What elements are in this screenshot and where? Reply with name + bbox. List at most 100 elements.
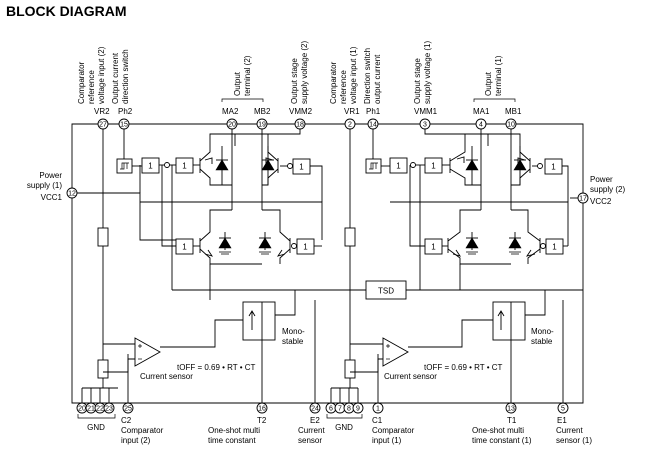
toff-formula-2: tOFF = 0.69 • RT • CT — [177, 363, 256, 372]
monostable-label-1: Mono- stable — [531, 327, 554, 346]
gnd-connection-2 — [81, 378, 118, 403]
svg-text:sensor: sensor — [298, 436, 322, 445]
svg-text:1: 1 — [148, 162, 153, 171]
comparator-2: 1 — [134, 337, 161, 367]
svg-text:1: 1 — [182, 243, 187, 252]
svg-text:21: 21 — [87, 406, 95, 413]
signal-mb1: MB1 — [505, 107, 522, 116]
current-sensor-label-2: Current sensor — [140, 372, 193, 381]
svg-text:3: 3 — [423, 122, 427, 129]
svg-text:Output current: Output current — [111, 52, 120, 104]
svg-text:input (1): input (1) — [372, 436, 402, 445]
diode-1-la — [465, 232, 479, 255]
svg-text:voltage input (2): voltage input (2) — [97, 46, 106, 104]
diagram-title: BLOCK DIAGRAM — [6, 3, 127, 19]
svg-text:sensor (1): sensor (1) — [556, 436, 592, 445]
pin-10: 10 — [505, 118, 517, 130]
svg-text:Comparator: Comparator — [77, 61, 86, 104]
power-supply-1-label: Power supply (1) VCC1 — [27, 171, 63, 202]
diode-2-la — [218, 232, 232, 255]
svg-text:TSD: TSD — [378, 287, 394, 296]
svg-text:Mono-: Mono- — [282, 327, 305, 336]
svg-text:One-shot multi: One-shot multi — [472, 426, 524, 435]
svg-text:terminal (1): terminal (1) — [494, 55, 503, 96]
svg-text:Direction switch: Direction switch — [363, 48, 372, 104]
inverter-bubble-2a — [164, 162, 170, 168]
pin-4: 4 — [475, 118, 487, 130]
label-c1: C1 Comparator input (1) — [372, 416, 415, 445]
transistor-1-lb — [511, 209, 541, 264]
svg-text:19: 19 — [258, 122, 266, 129]
inverter-bubble-2b — [287, 163, 293, 169]
transistor-1-ha — [449, 146, 481, 186]
svg-text:7: 7 — [338, 406, 342, 413]
label-stage-supply-1: Output stage supply voltage (1) — [413, 41, 432, 104]
label-direction-switch-2: Output current direction switch — [111, 49, 130, 104]
svg-text:23: 23 — [105, 406, 113, 413]
buffer-1d: 1 — [424, 238, 443, 255]
svg-text:20: 20 — [78, 406, 86, 413]
pin-9: 9 — [352, 402, 364, 414]
label-e1: E1 Current sensor (1) — [556, 416, 592, 445]
svg-text:supply voltage (2): supply voltage (2) — [300, 41, 309, 104]
svg-text:T2: T2 — [257, 416, 267, 425]
svg-text:Current: Current — [298, 426, 325, 435]
svg-text:4: 4 — [479, 122, 483, 129]
svg-text:Comparator: Comparator — [121, 426, 164, 435]
pin-8: 8 — [343, 402, 355, 414]
svg-text:Mono-: Mono- — [531, 327, 554, 336]
svg-text:time constant: time constant — [208, 436, 256, 445]
pin-24: 24 — [309, 402, 321, 414]
current-sensor-label-1: Current sensor — [384, 372, 437, 381]
label-t2: T2 One-shot multi time constant — [208, 416, 267, 445]
svg-text:voltage input (1): voltage input (1) — [349, 46, 358, 104]
buffer-2e: 1 — [296, 238, 315, 255]
svg-text:Comparator: Comparator — [372, 426, 415, 435]
pin-27: 27 — [97, 118, 109, 130]
svg-text:15: 15 — [120, 122, 128, 129]
diode-2-ha — [215, 146, 229, 185]
buffer-2c: 1 — [292, 158, 311, 175]
svg-text:stable: stable — [282, 337, 304, 346]
buffer-1c: 1 — [544, 158, 563, 175]
svg-text:output current: output current — [373, 54, 382, 104]
transistor-1-la — [447, 209, 511, 265]
buffer-2d: 1 — [175, 238, 194, 255]
buffer-2a: 1 — [141, 157, 160, 174]
wire-1c-out — [562, 165, 569, 202]
tsd-block: TSD — [365, 280, 407, 300]
pin-17: 17 — [577, 192, 589, 204]
signal-ph1: Ph1 — [366, 107, 381, 116]
svg-text:27: 27 — [99, 122, 107, 129]
svg-text:12: 12 — [68, 191, 76, 198]
buffer-1b: 1 — [424, 157, 443, 174]
label-comparator-ref-2: Comparator reference voltage input (2) — [77, 46, 106, 104]
svg-text:VCC1: VCC1 — [41, 193, 63, 202]
pin-5: 5 — [557, 402, 569, 414]
buffer-2b: 1 — [175, 157, 194, 174]
svg-text:Power: Power — [590, 175, 613, 184]
signal-mb2: MB2 — [254, 107, 271, 116]
svg-text:17: 17 — [579, 196, 587, 203]
svg-text:Output: Output — [484, 71, 493, 96]
svg-text:Current: Current — [556, 426, 583, 435]
pin-25: 25 — [122, 402, 134, 414]
svg-text:supply voltage (1): supply voltage (1) — [423, 41, 432, 104]
svg-text:1: 1 — [396, 162, 401, 171]
pin-7: 7 — [334, 402, 346, 414]
svg-text:1: 1 — [551, 163, 556, 172]
label-e2: E2 Current sensor — [298, 416, 325, 445]
svg-text:18: 18 — [296, 122, 304, 129]
buffer-1e: 1 — [545, 238, 564, 255]
svg-text:1: 1 — [182, 162, 187, 171]
svg-text:16: 16 — [258, 406, 266, 413]
signal-ma2: MA2 — [222, 107, 239, 116]
svg-text:E1: E1 — [557, 416, 567, 425]
schmitt-trigger-2 — [116, 158, 133, 174]
pin-14: 14 — [367, 118, 379, 130]
label-output-terminal-1: Output terminal (1) — [484, 55, 503, 96]
svg-text:supply (1): supply (1) — [27, 181, 62, 190]
wire-comp1-neg — [350, 358, 383, 373]
signal-vmm2: VMM2 — [289, 107, 313, 116]
svg-text:1: 1 — [303, 243, 308, 252]
